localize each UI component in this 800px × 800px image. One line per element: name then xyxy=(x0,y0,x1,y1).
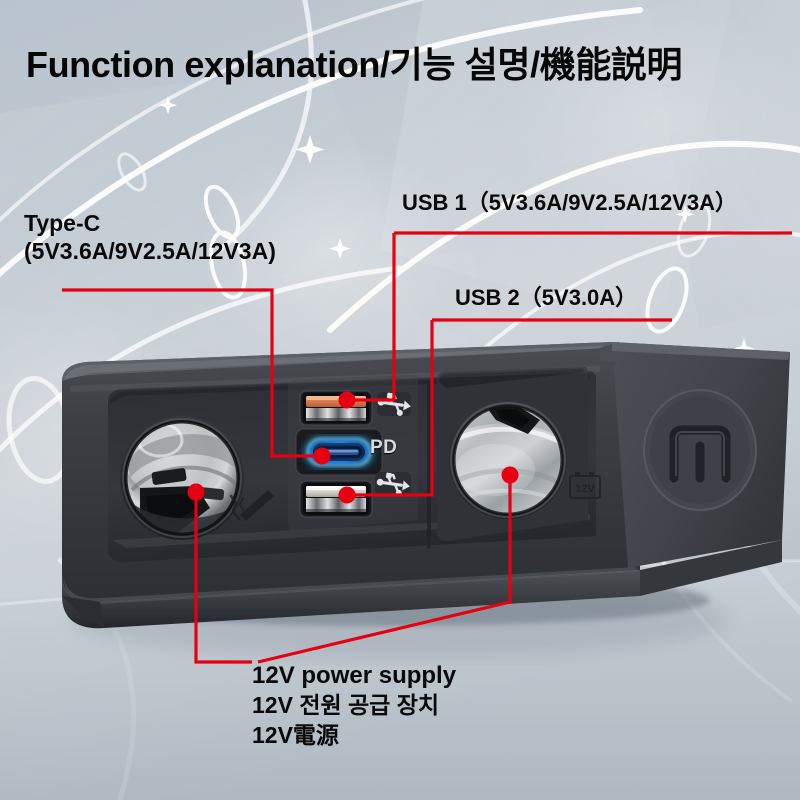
callout-type-c: Type-C (5V3.6A/9V2.5A/12V3A) xyxy=(24,209,276,265)
callout-usb-2-line1: USB 2（5V3.0A） xyxy=(455,285,638,310)
leader-anchor-dots xyxy=(187,391,519,504)
callout-usb-1-line1: USB 1（5V3.6A/9V2.5A/12V3A） xyxy=(402,190,738,215)
pd-badge-label: PD xyxy=(370,437,398,458)
callout-12v-line1: 12V power supply xyxy=(252,662,457,689)
callout-type-c-line2: (5V3.6A/9V2.5A/12V3A) xyxy=(24,238,276,265)
leader-usb-2 xyxy=(348,318,672,497)
callout-usb-2: USB 2（5V3.0A） xyxy=(455,285,637,312)
leader-type-c xyxy=(62,288,322,458)
callout-12v-line3: 12V電源 xyxy=(252,722,339,749)
leader-usb-1 xyxy=(348,231,792,402)
socket-right[interactable] xyxy=(449,401,567,519)
port-usb-a-2[interactable] xyxy=(299,480,373,518)
title-english: Function explanation xyxy=(26,44,381,85)
brand-emblem-icon xyxy=(669,425,731,483)
anchor-type-c xyxy=(313,447,331,465)
title-japanese: 機能説明 xyxy=(539,44,683,85)
callout-type-c-line1: Type-C xyxy=(24,210,101,236)
callout-usb-1: USB 1（5V3.6A/9V2.5A/12V3A） xyxy=(402,190,737,217)
anchor-12v-right xyxy=(501,466,519,484)
battery-badge-text: 12V xyxy=(575,483,595,495)
usb-trident-icon-2 xyxy=(375,472,411,496)
anchor-usb-1 xyxy=(338,391,356,409)
battery-12v-icon: 12V xyxy=(569,472,601,499)
cigarette-lighter-icon xyxy=(229,490,274,521)
anchor-usb-2 xyxy=(338,486,356,504)
title-korean: 기능 설명 xyxy=(389,44,531,85)
callout-12v-line2: 12V 전원 공급 장치 xyxy=(252,692,440,719)
callout-12v-power: 12V power supply 12V 전원 공급 장치 12V電源 xyxy=(252,660,456,751)
page-title: Function explanation/기능 설명/機能説明 xyxy=(26,36,683,88)
anchor-12v-left xyxy=(187,483,205,501)
leader-12v-right xyxy=(257,475,512,664)
housing-base xyxy=(62,570,640,629)
leader-12v-left xyxy=(194,492,252,664)
title-sep-2: / xyxy=(530,44,540,85)
socket-left[interactable] xyxy=(120,411,244,540)
title-sep-1: / xyxy=(380,44,390,85)
